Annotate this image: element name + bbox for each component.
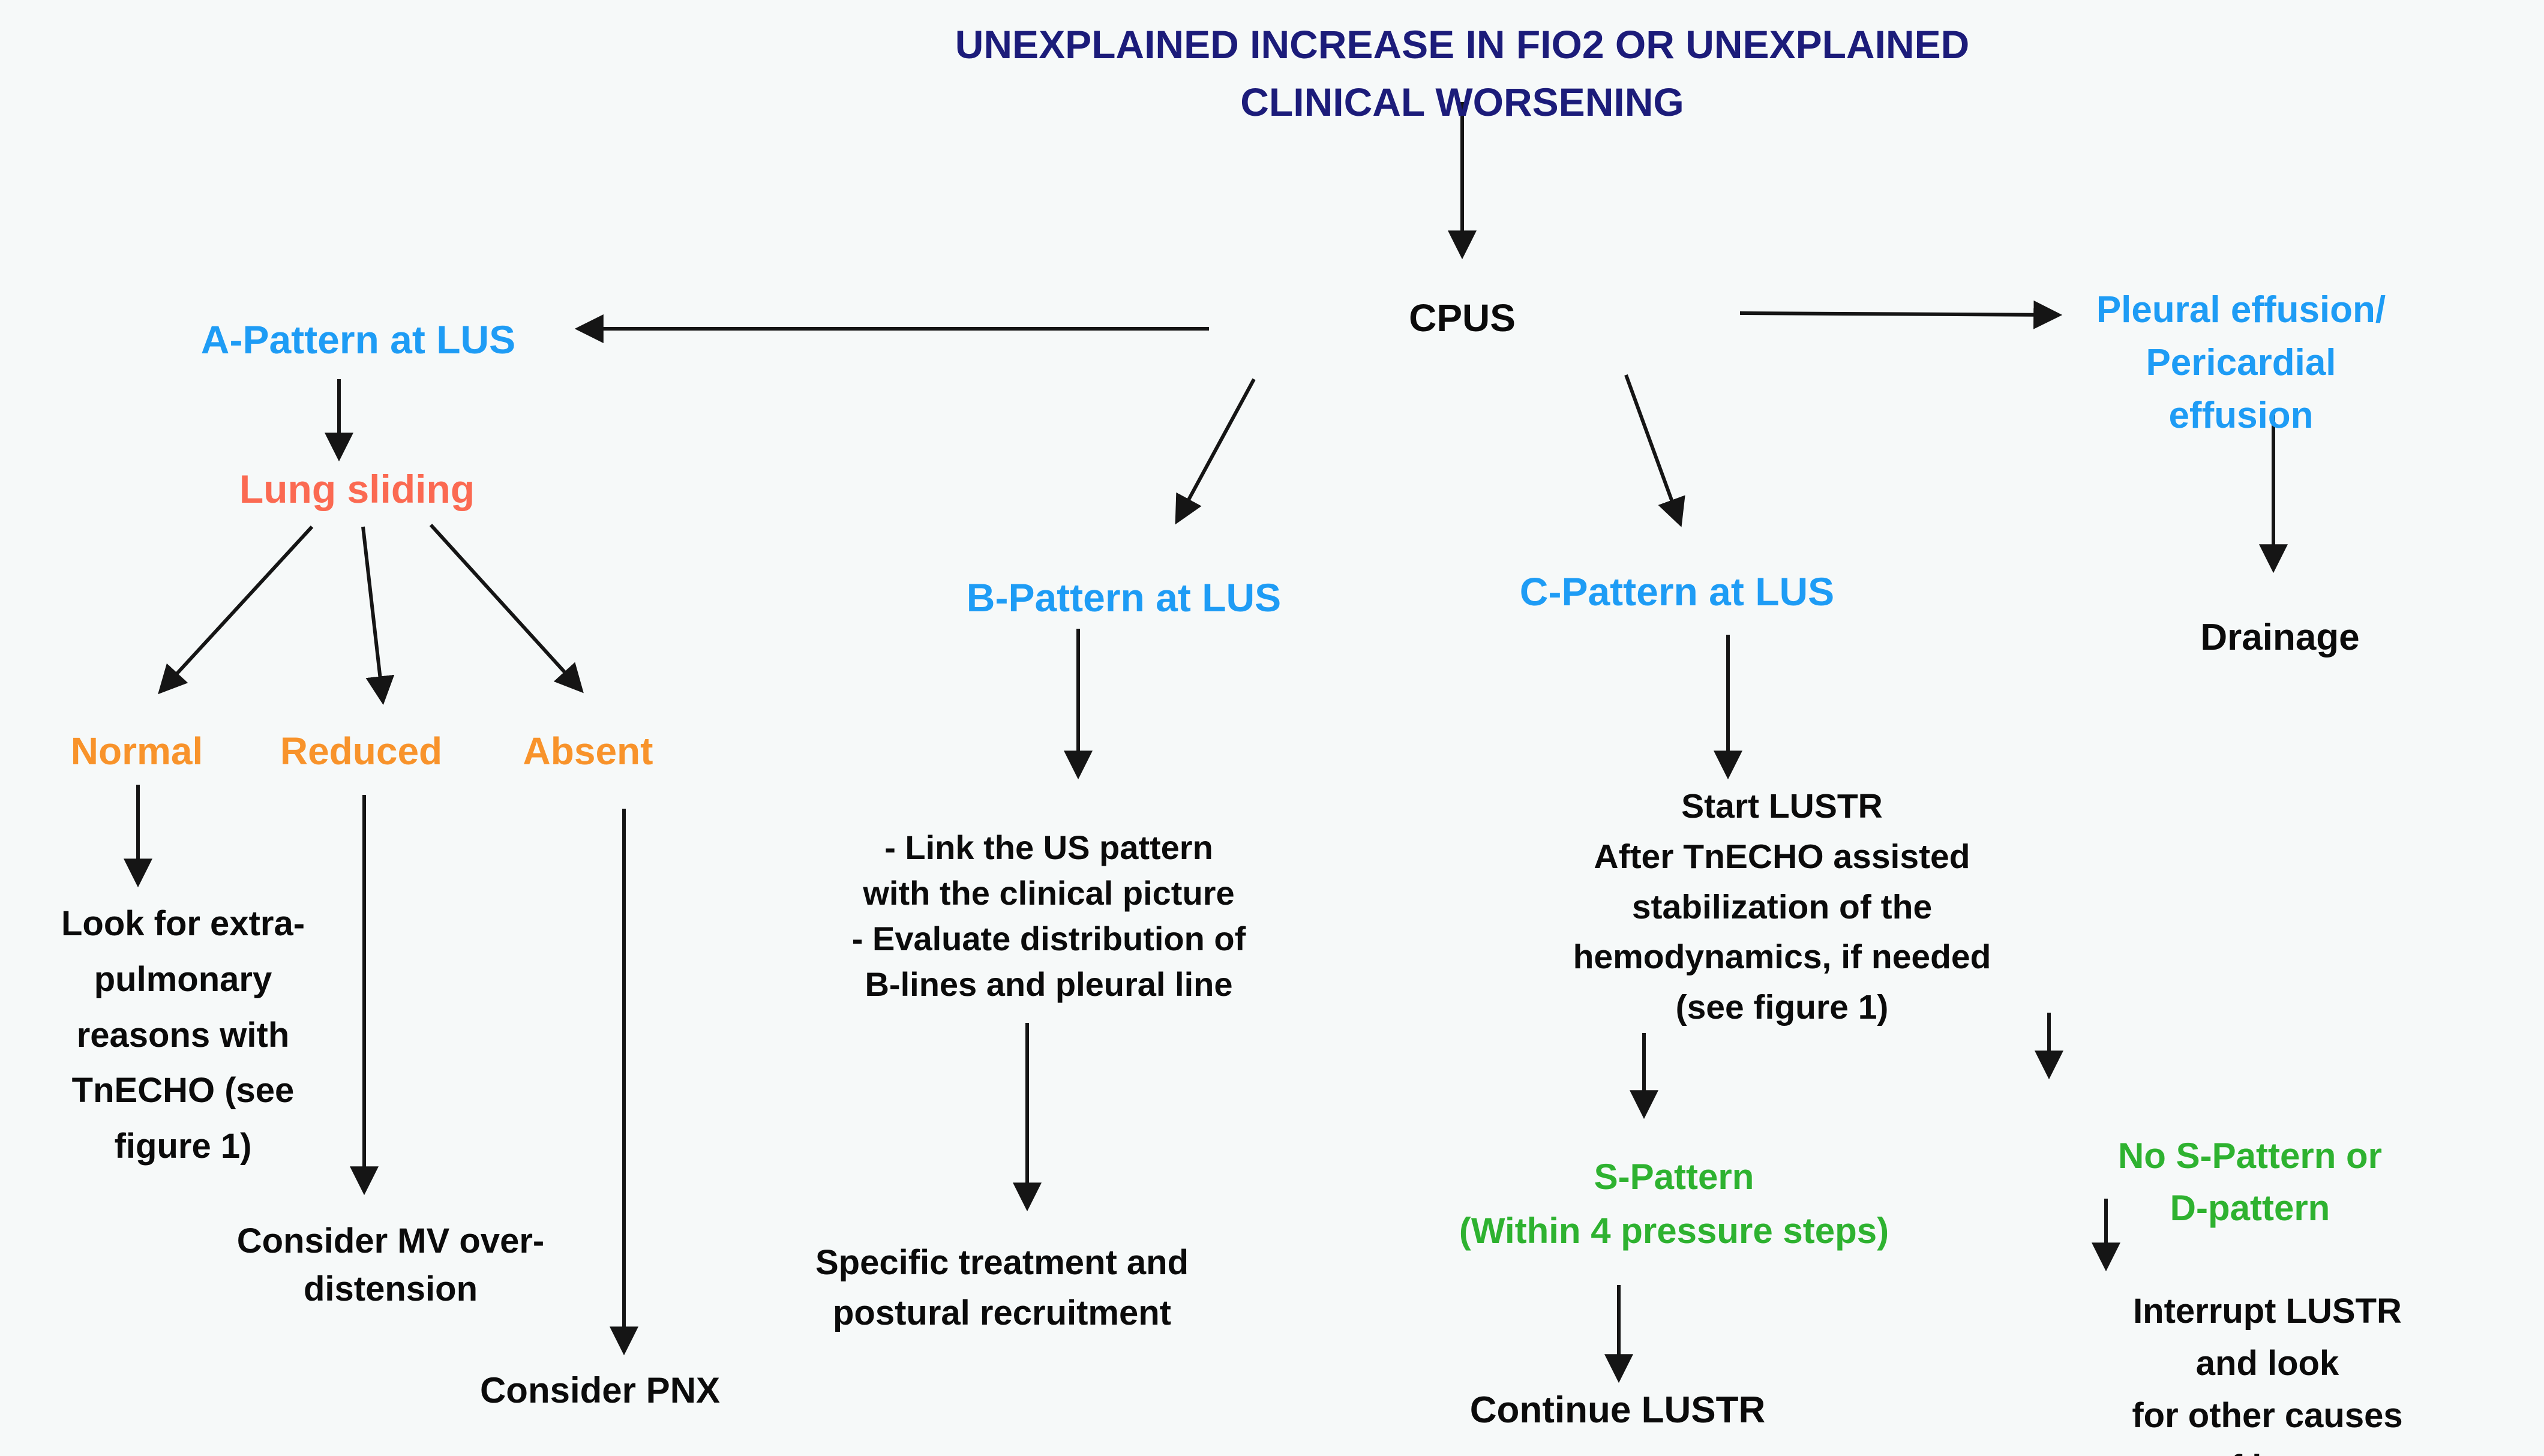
node-a-pattern: A-Pattern at LUS bbox=[200, 317, 516, 362]
node-continue-lustr: Continue LUSTR bbox=[1469, 1389, 1766, 1431]
arrow-cpus-to-b-pattern bbox=[1175, 378, 1256, 525]
arrow-lung-sliding-to-normal bbox=[158, 525, 314, 695]
node-cpus: CPUS bbox=[1409, 296, 1516, 340]
node-absent: Absent bbox=[523, 729, 653, 773]
page-title: UNEXPLAINED INCREASE IN FIO2 OR UNEXPLAI… bbox=[955, 22, 1970, 124]
arrow-lung-sliding-to-absent bbox=[429, 523, 584, 694]
node-b-pattern: B-Pattern at LUS bbox=[966, 575, 1282, 620]
node-reduced: Reduced bbox=[280, 729, 443, 773]
node-specific-treatment: Specific treatment and postural recruitm… bbox=[815, 1243, 1189, 1333]
node-s-pattern: S-Pattern (Within 4 pressure steps) bbox=[1459, 1157, 1889, 1251]
node-c-pattern: C-Pattern at LUS bbox=[1519, 569, 1835, 614]
node-consider-mv-overdistension: Consider MV over- distension bbox=[236, 1221, 545, 1309]
node-drainage: Drainage bbox=[2200, 617, 2360, 658]
arrow-cpus-to-c-pattern bbox=[1624, 374, 1685, 527]
node-b-pattern-actions: - Link the US pattern with the clinical … bbox=[851, 828, 1246, 1004]
arrow-cpus-to-pleural-effusion bbox=[1739, 300, 2063, 329]
arrow-lung-sliding-to-reduced bbox=[361, 526, 395, 706]
node-start-lustr: Start LUSTR After TnECHO assisted stabil… bbox=[1573, 787, 1991, 1027]
node-look-extra-pulmonary: Look for extra- pulmonary reasons with T… bbox=[61, 904, 305, 1166]
node-consider-pnx: Consider PNX bbox=[479, 1370, 721, 1410]
node-interrupt-lustr: Interrupt LUSTR and look for other cause… bbox=[2132, 1292, 2403, 1456]
node-pleural-effusion: Pleural effusion/ Pericardial effusion bbox=[2096, 289, 2386, 437]
node-lung-sliding: Lung sliding bbox=[239, 467, 475, 511]
node-normal: Normal bbox=[70, 729, 203, 773]
node-no-s-pattern: No S-Pattern or D-pattern bbox=[2117, 1136, 2383, 1228]
